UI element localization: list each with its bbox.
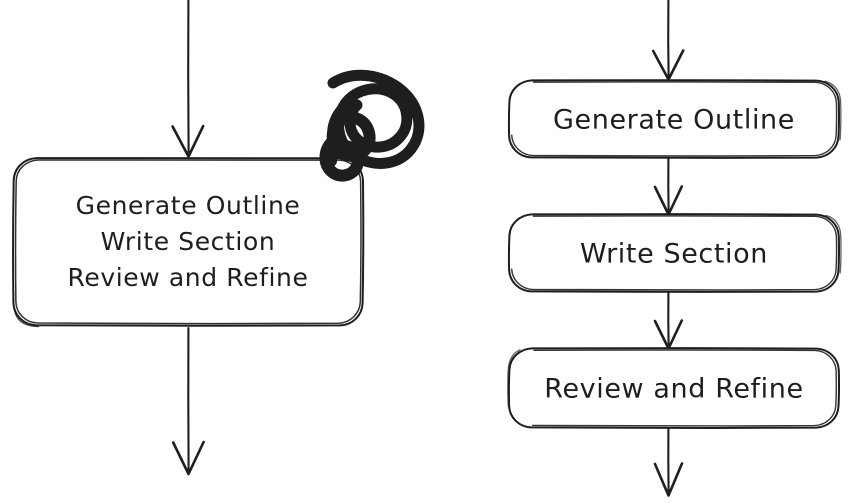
- merged-node-line-3: Review and Refine: [68, 263, 309, 292]
- merged-node-line-2: Write Section: [101, 227, 276, 256]
- node-review-and-refine[interactable]: Review and Refine: [507, 347, 840, 430]
- arrow-out-of-review-and-refine: [653, 426, 684, 497]
- merged-node[interactable]: Generate Outline Write Section Review an…: [12, 156, 365, 328]
- merged-node-group: Generate Outline Write Section Review an…: [12, 0, 425, 476]
- arrow-into-merged-node: [171, 0, 205, 158]
- node-generate-outline[interactable]: Generate Outline: [507, 79, 842, 159]
- separate-node-group: Generate Outline Write Section: [507, 0, 842, 497]
- node-write-section-label: Write Section: [580, 239, 768, 270]
- node-generate-outline-label: Generate Outline: [553, 105, 795, 136]
- scribble-annotation: [319, 69, 425, 182]
- merged-node-line-1: Generate Outline: [76, 191, 301, 220]
- node-review-and-refine-label: Review and Refine: [544, 374, 803, 405]
- arrow-generate-outline-to-write-section: [653, 156, 684, 216]
- arrow-write-section-to-review-and-refine: [653, 290, 684, 350]
- arrow-into-generate-outline: [651, 0, 685, 81]
- arrow-out-of-merged-node: [171, 326, 205, 476]
- node-write-section[interactable]: Write Section: [507, 213, 842, 293]
